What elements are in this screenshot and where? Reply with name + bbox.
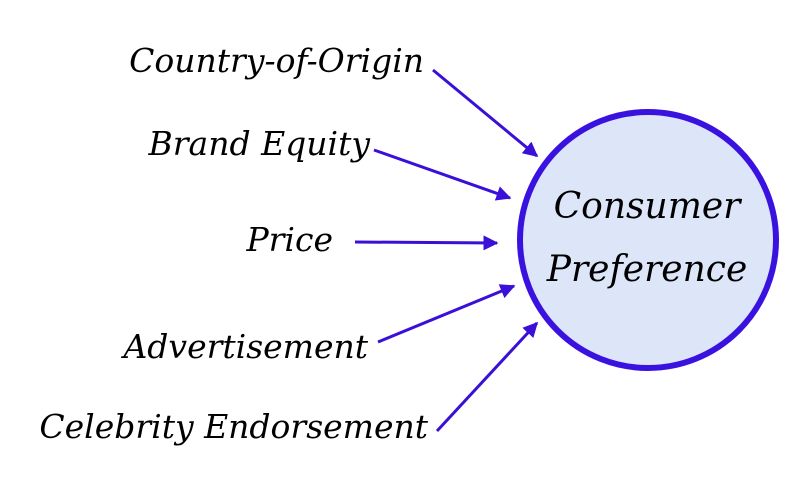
factor-label-advertisement: Advertisement	[120, 327, 368, 366]
arrow-brand-equity	[373, 148, 512, 201]
arrow-price	[354, 235, 499, 251]
consumer-preference-circle	[517, 109, 779, 371]
center-label-line2: Preference	[546, 249, 748, 290]
arrow-celebrity-endorsement	[435, 321, 539, 433]
factor-label-price: Price	[245, 220, 333, 259]
factor-label-celebrity-endorsement: Celebrity Endorsement	[39, 407, 428, 446]
factor-label-country-of-origin: Country-of-Origin	[129, 41, 424, 80]
factor-label-brand-equity: Brand Equity	[148, 124, 371, 163]
arrow-country-of-origin	[432, 68, 539, 158]
center-label-line1: Consumer	[554, 186, 743, 227]
arrow-advertisement	[377, 284, 516, 344]
